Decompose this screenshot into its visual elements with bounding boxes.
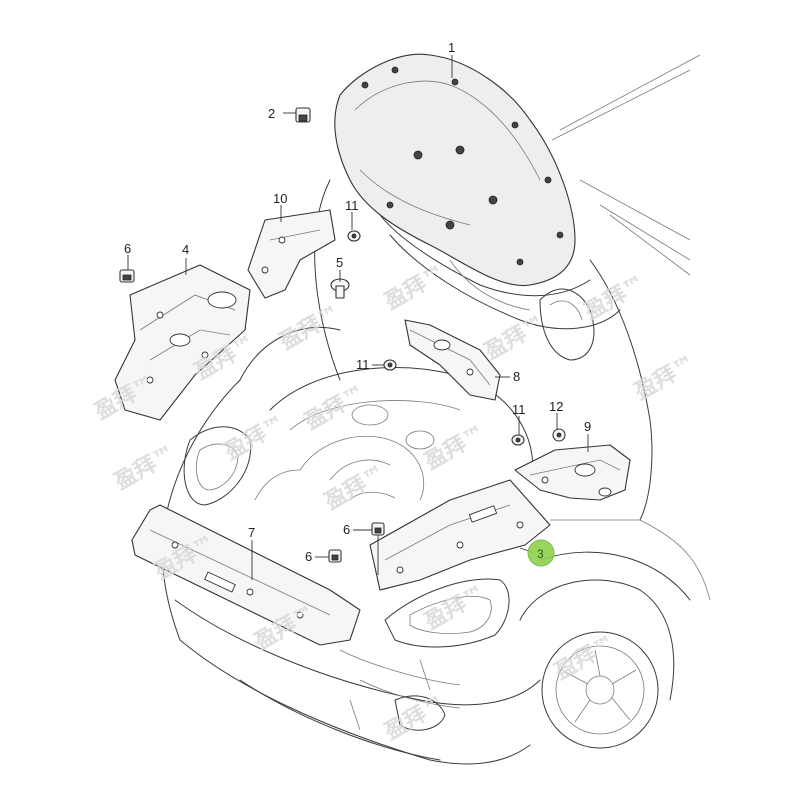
callout-12: 12: [549, 399, 563, 414]
callout-3: 3: [537, 547, 544, 561]
hood-panel: [379, 214, 621, 361]
part-11-nut-right: [511, 434, 525, 446]
watermark-text: 盈拜™: [110, 441, 181, 496]
part-1-hood-insulation: [334, 53, 576, 287]
part-10-bracket: [247, 209, 336, 299]
watermark-text: 盈拜™: [550, 631, 621, 686]
watermark-text: 盈拜™: [220, 411, 291, 466]
watermark-text: 盈拜™: [380, 261, 451, 316]
part-2-clip: [295, 107, 311, 123]
watermark-text: 盈拜™: [275, 301, 346, 356]
callout-11-top: 11: [345, 198, 359, 213]
part-7-front-cover: [131, 504, 361, 646]
part-11-nut-middle: [383, 359, 397, 371]
callout-1: 1: [448, 40, 455, 55]
callout-11-right: 11: [512, 402, 526, 417]
callout-labels: 1 2 3 4 5 6 6 6 7 8 9 10 11 11 11 12: [124, 40, 591, 564]
callout-11-middle: 11: [356, 357, 370, 372]
part-4-left-cover: [114, 264, 251, 421]
watermark-text: 盈拜™: [480, 311, 551, 366]
callout-5: 5: [336, 255, 343, 270]
callout-10: 10: [273, 191, 287, 206]
callout-2: 2: [268, 106, 275, 121]
callout-9: 9: [584, 419, 591, 434]
part-3-right-cover: [369, 479, 551, 591]
part-6-clip-center-upper: [371, 522, 385, 536]
callout-7: 7: [248, 525, 255, 540]
watermark-text: 盈拜™: [420, 421, 491, 476]
part-11-nut-top: [347, 230, 361, 242]
callout-6-center-lower: 6: [305, 549, 312, 564]
part-12-nut: [552, 428, 566, 442]
callout-8: 8: [513, 369, 520, 384]
watermark-text: 盈拜™: [580, 271, 651, 326]
part-8-center-bracket: [404, 319, 501, 401]
watermark-text: 盈拜™: [320, 461, 391, 516]
highlight-marker[interactable]: [527, 539, 555, 567]
watermark-text: 盈拜™: [300, 381, 371, 436]
leader-lines: [127, 55, 589, 580]
part-5-clip: [330, 278, 350, 299]
callout-4: 4: [182, 242, 189, 257]
part-6-clip-left: [119, 269, 135, 283]
callout-6-left: 6: [124, 241, 131, 256]
callout-6-center-upper: 6: [343, 522, 350, 537]
part-6-clip-center-lower: [328, 549, 342, 563]
part-9-hinge-cover: [514, 444, 631, 501]
watermark-text: 盈拜™: [630, 351, 701, 406]
car-body-outline: [161, 54, 711, 765]
